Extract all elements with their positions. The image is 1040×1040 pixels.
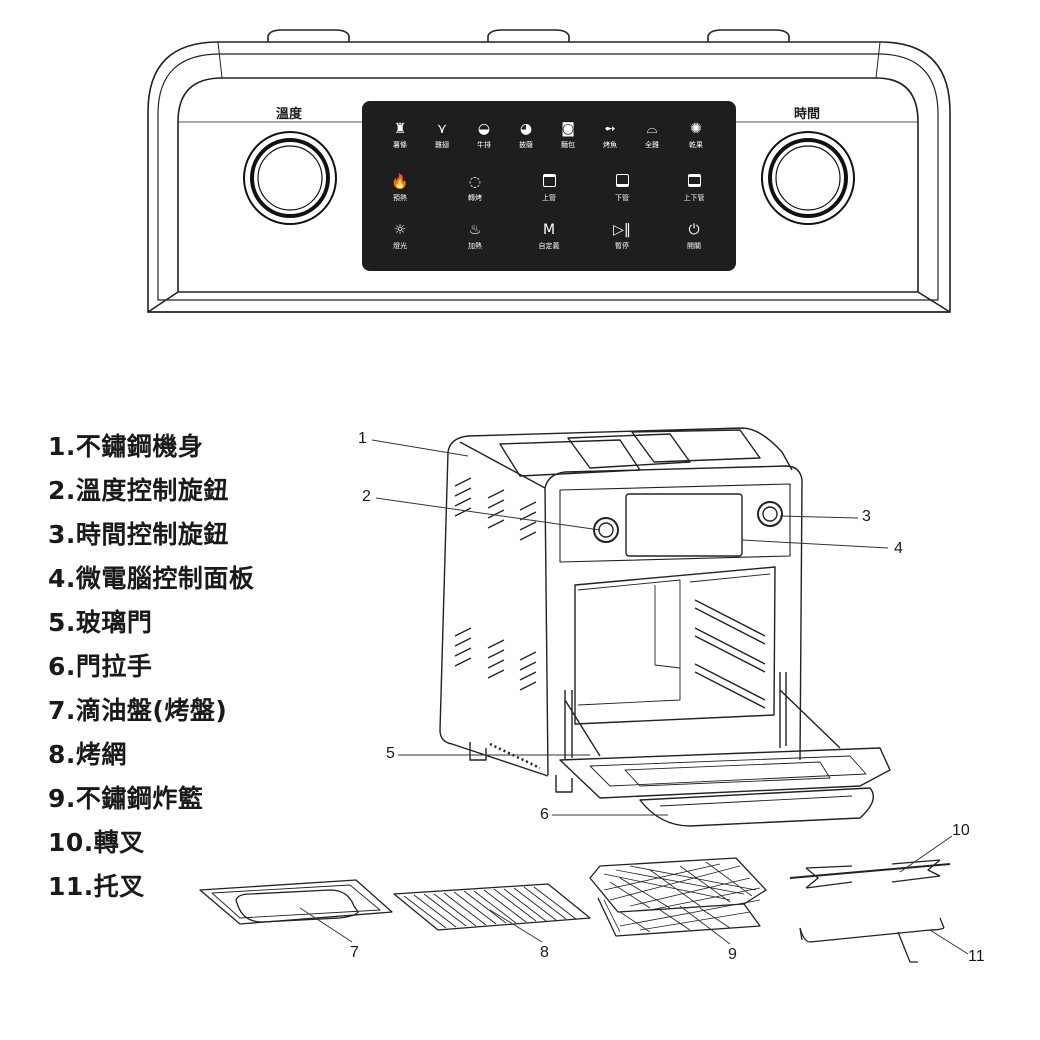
preset-fish[interactable]: ➻烤魚 [580,121,640,150]
time-knob [761,131,855,225]
parts-list-item: 2.溫度控制旋鈕 [48,476,229,505]
time-knob-label: 時間 [794,107,821,122]
parts-list-item: 9.不鏽鋼炸籃 [48,784,204,813]
temperature-knob [243,131,337,225]
light-bulb-icon: ☼ [393,222,407,238]
fries-icon: ♜ [393,121,407,137]
callout-10: 10 [952,822,970,839]
reheat-icon: ♨ [468,222,482,238]
callout-6: 6 [540,806,549,823]
drip-tray [199,879,393,925]
control-panel-drawing [147,29,951,313]
parts-list-item: 10.轉叉 [48,828,145,857]
parts-list-item: 7.滴油盤(烤盤) [48,696,228,725]
callout-2: 2 [362,488,371,505]
parts-list-item: 1.不鏽鋼機身 [48,432,204,461]
function-top-heater[interactable]: 上管 [519,174,579,203]
preset-fries[interactable]: ♜薯條 [370,121,430,150]
function-rotisserie[interactable]: ◌轉烤 [445,174,505,203]
preset-steak[interactable]: ◒牛排 [454,121,514,150]
callout-1: 1 [358,430,367,447]
control-pause[interactable]: ▷‖暫停 [592,222,652,251]
pizza-icon: ◕ [519,121,533,137]
grill-rack [393,883,591,931]
function-preheat[interactable]: 🔥預熱 [370,174,430,203]
control-reheat[interactable]: ♨加熱 [445,222,505,251]
preset-whole-chicken[interactable]: ⌓全雞 [622,121,682,150]
callout-5: 5 [386,745,395,762]
bread-icon: ◙ [561,121,575,137]
callout-9: 9 [728,946,737,963]
function-top-bottom-heater[interactable]: 上下管 [664,174,724,203]
callout-7: 7 [350,944,359,961]
parts-list-item: 4.微電腦控制面板 [48,564,255,593]
top-heater-icon [519,174,579,192]
custom-mode-icon: M [542,222,556,238]
callout-3: 3 [862,508,871,525]
steak-icon: ◒ [477,121,491,137]
temperature-knob-label: 溫度 [276,107,303,122]
callout-8: 8 [540,944,549,961]
preset-pizza[interactable]: ◕披薩 [496,121,556,150]
digital-control-panel: ♜薯條 ⋎雞翅 ◒牛排 ◕披薩 ◙麵包 ➻烤魚 ⌓全雞 ✺乾果 🔥預熱 ◌轉烤 … [362,101,736,271]
parts-list-item: 8.烤網 [48,740,127,769]
parts-list-item: 6.門拉手 [48,652,153,681]
preset-bread[interactable]: ◙麵包 [538,121,598,150]
parts-list: 1.不鏽鋼機身 2.溫度控制旋鈕 3.時間控制旋鈕 4.微電腦控制面板 5.玻璃… [48,425,254,909]
function-bottom-heater[interactable]: 下管 [592,174,652,203]
preset-dried-fruit[interactable]: ✺乾果 [666,121,726,150]
parts-list-item: 5.玻璃門 [48,608,153,637]
play-pause-icon: ▷‖ [613,222,631,238]
control-light[interactable]: ☼燈光 [370,222,430,251]
chicken-wing-icon: ⋎ [436,121,448,137]
parts-list-item: 11.托叉 [48,872,145,901]
control-power[interactable]: ⏻開關 [664,222,724,251]
fry-basket [589,857,767,913]
callout-11: 11 [968,948,985,965]
flame-icon: 🔥 [391,174,409,190]
preset-chicken-wing[interactable]: ⋎雞翅 [412,121,472,150]
dried-fruit-icon: ✺ [690,121,702,137]
power-icon: ⏻ [688,222,700,238]
bottom-heater-icon [592,174,652,192]
rotisserie-spit [789,863,951,879]
top-bottom-heater-icon [664,174,724,192]
fish-icon: ➻ [604,121,616,137]
callout-4: 4 [894,540,903,557]
rotisserie-icon: ◌ [468,174,482,190]
fork-holder [799,917,945,963]
whole-chicken-icon: ⌓ [646,121,658,137]
parts-list-item: 3.時間控制旋鈕 [48,520,229,549]
